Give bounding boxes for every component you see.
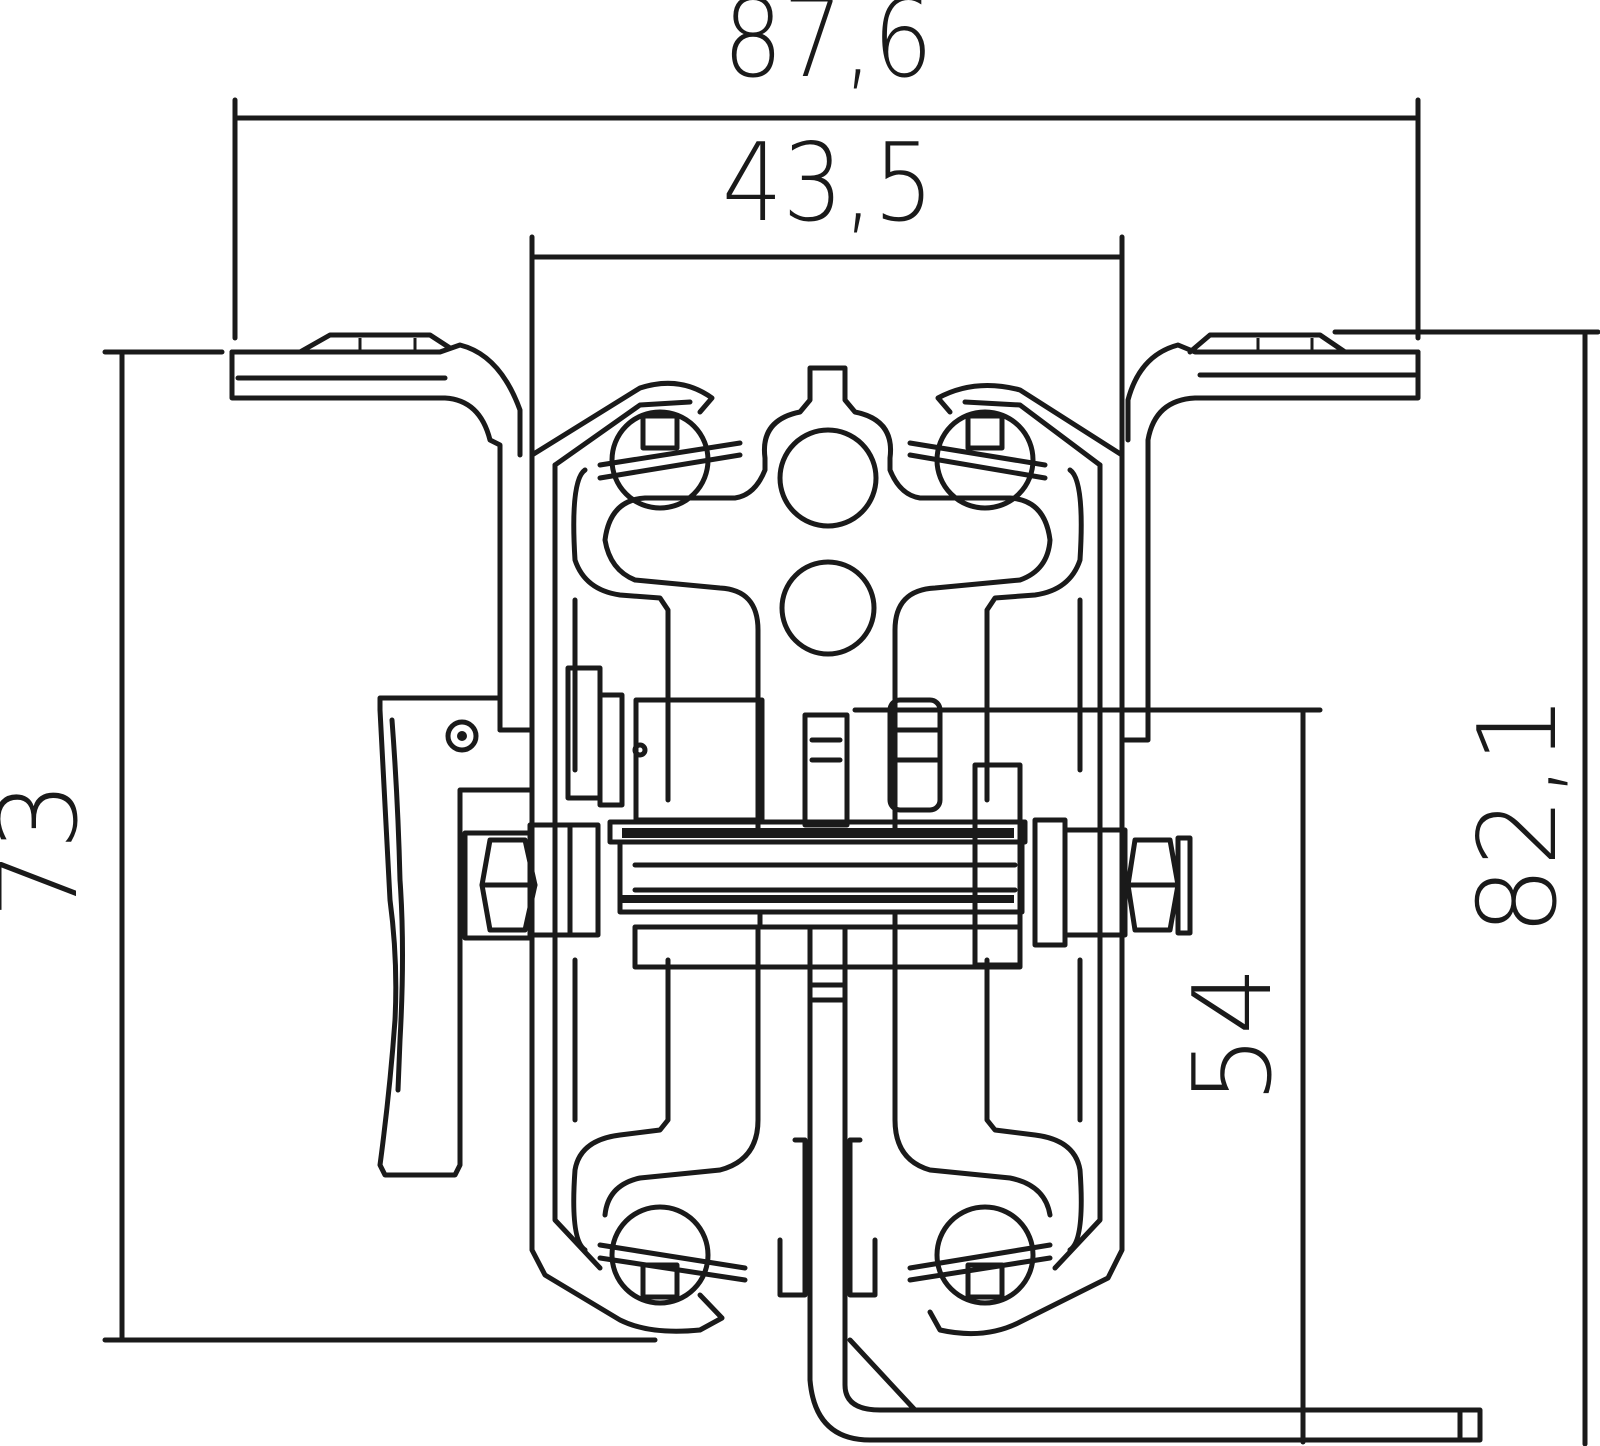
main-pin	[607, 819, 1028, 970]
hinge-body	[229, 332, 1483, 1443]
pivot-bottom-right	[907, 1204, 1053, 1306]
dimension-label-left-height: 73	[0, 781, 102, 918]
right-nut	[1032, 817, 1193, 948]
pivot-bottom-left	[597, 1204, 748, 1306]
cam-block	[633, 697, 765, 823]
lever-handle	[377, 695, 535, 1178]
outer-housing	[529, 452, 725, 1334]
right-flange	[1119, 332, 1421, 743]
left-flange	[229, 332, 533, 733]
dimension-label-body-width: 43,5	[722, 121, 934, 246]
dimension-label-right-height: 82,1	[1456, 695, 1581, 935]
pivot-top-right	[907, 409, 1048, 511]
left-nut	[462, 822, 601, 941]
bottom-rod	[807, 924, 1463, 1443]
dimension-label-overall-width: 87,6	[723, 0, 933, 102]
pivot-top-left	[597, 409, 743, 511]
dimension-label-inner-height: 54	[1171, 966, 1296, 1103]
dimension-lines	[102, 97, 1600, 1446]
link-plate	[602, 365, 1053, 838]
